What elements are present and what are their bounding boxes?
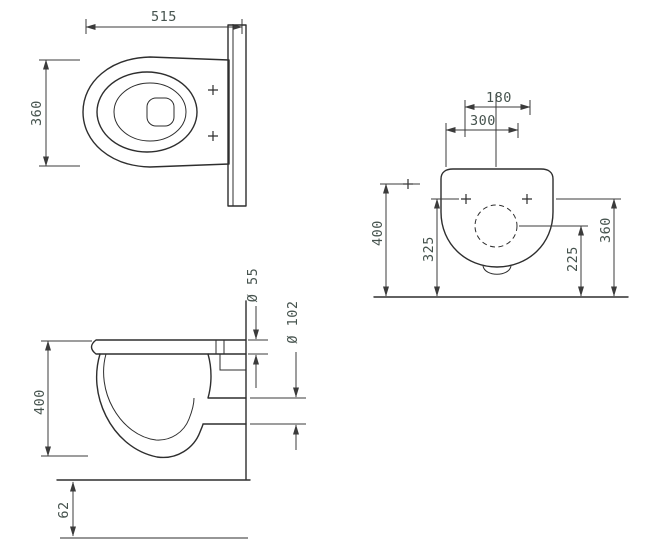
hidden-outlet-circle: [474, 204, 518, 248]
crosshair-mark: [461, 194, 471, 204]
side-62-label: 62: [56, 501, 72, 518]
plan-depth-label: 360: [29, 100, 45, 126]
side-dimension-dia55: Ø 55: [245, 268, 268, 388]
front-360-label: 360: [598, 217, 614, 243]
crosshair-mark: [522, 194, 532, 204]
bowl-outer: [95, 353, 247, 459]
plan-view: 515 360: [29, 9, 247, 207]
plan-dimension-515: 515: [85, 9, 243, 34]
inlet-block: [219, 353, 247, 371]
front-dimension-400: 400: [370, 183, 420, 297]
outlet-pipe-top: [207, 353, 247, 399]
trap-outline: [146, 97, 175, 127]
front-dimension-360: 360: [556, 198, 621, 297]
front-view: 180 300 400 325 225 360: [370, 90, 629, 298]
front-dimension-325: 325: [421, 198, 459, 297]
side-view: 400 62 Ø 55 Ø 102: [32, 268, 306, 539]
bowl-opening: [113, 82, 187, 142]
side-dimension-400: 400: [32, 340, 92, 457]
crosshair-mark: [208, 85, 218, 95]
plan-dimension-360: 360: [29, 59, 80, 167]
front-dimension-300: 300: [445, 113, 519, 167]
front-300-label: 300: [470, 113, 496, 129]
side-400-label: 400: [32, 389, 48, 415]
side-dia102-label: Ø 102: [285, 300, 301, 343]
side-dia55-label: Ø 55: [245, 268, 261, 303]
plan-width-label: 515: [151, 9, 177, 25]
side-dimension-62: 62: [56, 481, 76, 537]
wall-plate-plan: [227, 24, 247, 207]
bowl-inner: [103, 353, 195, 441]
front-225-label: 225: [565, 246, 581, 272]
outlet-bump: [482, 265, 512, 275]
front-325-label: 325: [421, 236, 437, 262]
toilet-side-outline: [90, 339, 247, 459]
toilet-plan-outline: [82, 56, 230, 168]
front-dimension-180: 180: [464, 90, 531, 137]
front-400-label: 400: [370, 220, 386, 246]
seat-ring: [96, 71, 198, 153]
front-dimension-225: 225: [519, 225, 588, 297]
front-180-label: 180: [486, 90, 512, 106]
side-dimension-dia102: Ø 102: [250, 300, 306, 450]
crosshair-mark: [208, 131, 218, 141]
seat-slab: [90, 339, 247, 355]
